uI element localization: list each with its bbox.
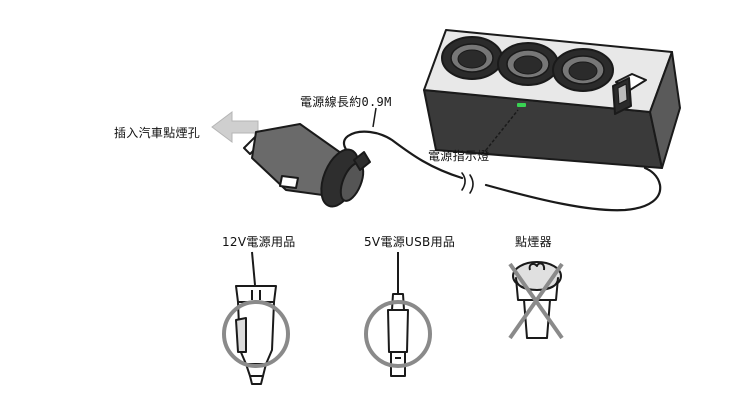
usb-cable-allowed-icon xyxy=(364,252,432,377)
socket-3-icon xyxy=(552,48,614,92)
12v-plug-allowed-icon xyxy=(222,251,290,385)
car-plug-icon xyxy=(243,123,371,208)
cigarette-lighter-label: 點煙器 xyxy=(515,235,552,249)
socket-2-icon xyxy=(497,42,559,86)
usb-port-icon xyxy=(612,73,647,115)
allowed-circle-12v xyxy=(222,300,290,368)
socket-1-icon xyxy=(441,36,503,80)
led-indicator-icon xyxy=(517,103,526,107)
power-indicator-label: 電源指示燈 xyxy=(428,149,490,163)
insert-socket-label: 插入汽車點煙孔 xyxy=(114,126,201,140)
leader-lines xyxy=(372,107,519,151)
cable-length-label: 電源線長約0.9M xyxy=(300,95,392,109)
lighter-forbidden-icon xyxy=(508,261,564,340)
triple-socket-splitter-icon xyxy=(423,29,681,169)
allowed-circle-usb xyxy=(364,300,432,368)
direction-arrow-icon xyxy=(211,111,259,143)
power-cable xyxy=(342,130,662,212)
device-12v-label: 12V電源用品 xyxy=(222,235,296,249)
device-5v-usb-label: 5V電源USB用品 xyxy=(364,235,456,249)
